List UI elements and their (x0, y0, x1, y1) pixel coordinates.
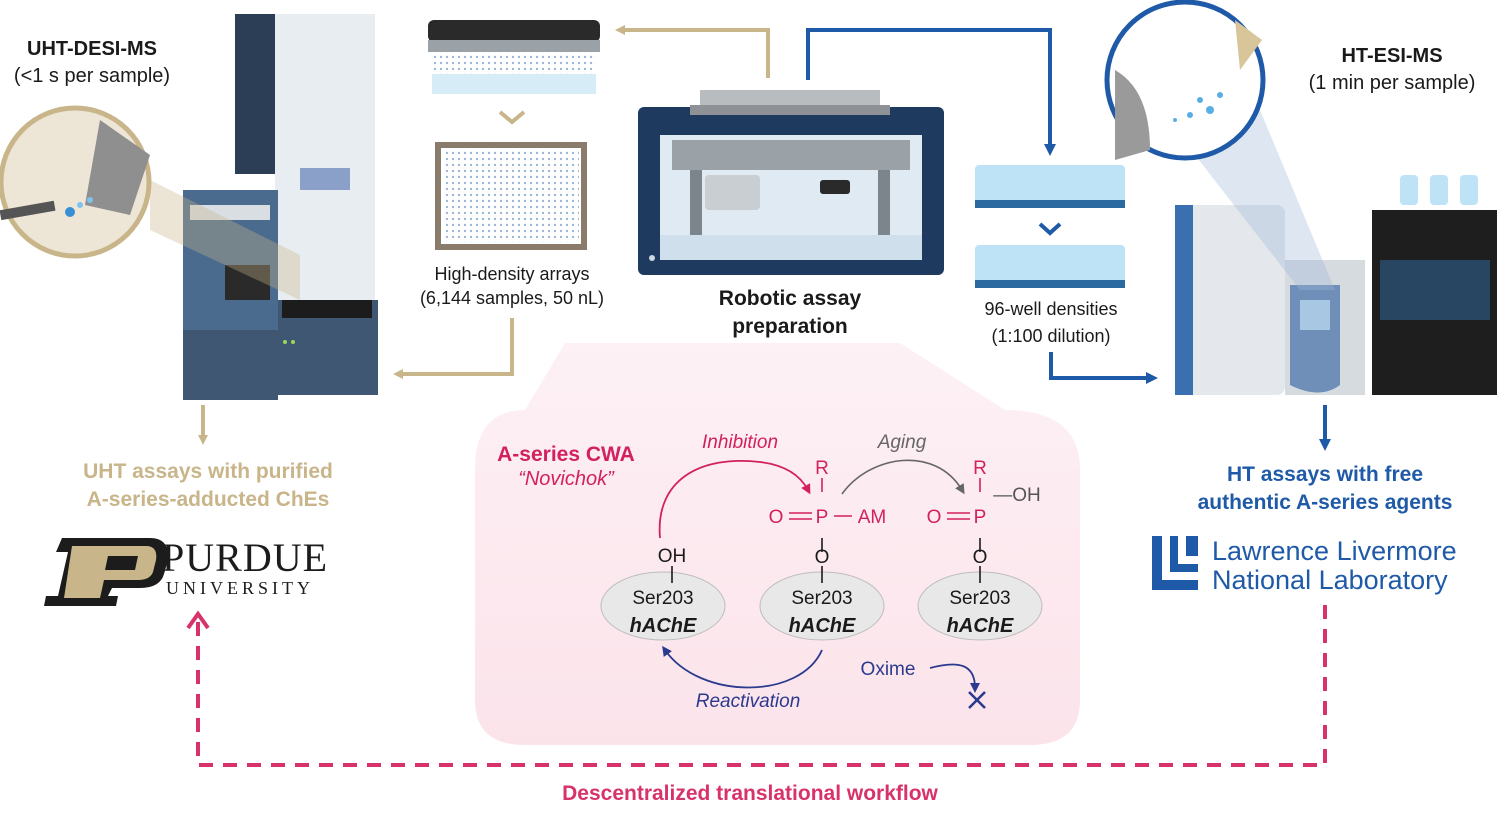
enzyme-label-1: hAChE (630, 615, 697, 637)
enzyme-label-3: hAChE (947, 615, 1014, 637)
arrays-label-2: (6,144 samples, 50 nL) (420, 288, 604, 308)
phosphorus-1: P (816, 507, 829, 528)
blocked-x-icon (968, 691, 986, 709)
phosphorus-2: P (974, 507, 987, 528)
arrays-to-desi-arrow (393, 318, 514, 379)
well-plate-icon-2 (975, 245, 1125, 288)
ester-o-2: O (973, 547, 988, 568)
desi-ms-instrument-icon (183, 14, 378, 400)
robot-to-wells-arrow (806, 28, 1056, 156)
purdue-logo (44, 538, 169, 606)
robot-to-pipette-arrow (615, 25, 770, 78)
aging-label: Aging (877, 432, 927, 453)
esi-subtitle: (1 min per sample) (1309, 72, 1476, 94)
hydroxyl-label: OH (658, 546, 687, 567)
r-group-1: R (815, 458, 829, 479)
mechanism-panel (475, 343, 1080, 745)
llnl-line-1: Lawrence Livermore (1212, 536, 1457, 566)
purdue-wordmark: PURDUE (162, 535, 328, 580)
pipette-head-icon (428, 20, 600, 94)
robot-icon (638, 90, 944, 275)
workflow-arrowhead (186, 610, 210, 630)
workflow-label: Descentralized translational workflow (562, 782, 938, 805)
llnl-logo (1152, 536, 1198, 590)
serine-label-2: Ser203 (791, 588, 852, 609)
r-group-2: R (973, 458, 987, 479)
robot-label-2: preparation (732, 315, 848, 338)
wells-label-2: (1:100 dilution) (991, 326, 1110, 346)
esi-title: HT-ESI-MS (1341, 45, 1442, 67)
serine-label-1: Ser203 (632, 588, 693, 609)
wells-to-esi-arrow (1049, 352, 1158, 384)
enzyme-label-2: hAChE (789, 615, 856, 637)
llnl-line-2: National Laboratory (1212, 565, 1448, 595)
am-group: AM (858, 507, 887, 528)
uht-assay-line-2: A-series-adducted ChEs (87, 488, 330, 511)
oxime-arrow (929, 663, 980, 693)
high-density-array-icon (435, 142, 587, 250)
oxo-1: O (769, 507, 784, 528)
chevron-down-icon (498, 110, 526, 125)
uht-assay-line-1: UHT assays with purified (83, 460, 333, 483)
aging-arrow (841, 459, 965, 495)
serine-label-3: Ser203 (949, 588, 1010, 609)
aged-oh: —OH (993, 485, 1041, 506)
chevron-down-icon-2 (1038, 222, 1062, 236)
enzyme-structure-1 (600, 571, 726, 641)
arrays-label-1: High-density arrays (434, 264, 589, 284)
cwa-title: A-series CWA (497, 443, 635, 466)
inhibition-label: Inhibition (702, 432, 778, 453)
well-plate-icon-1 (975, 165, 1125, 208)
oxime-label: Oxime (861, 659, 916, 680)
bonds (671, 538, 981, 583)
reactivation-arrow (662, 645, 823, 689)
desi-title: UHT-DESI-MS (27, 38, 157, 60)
desi-subtitle: (<1 s per sample) (14, 65, 170, 87)
oxo-2: O (927, 507, 942, 528)
purdue-university: UNIVERSITY (166, 578, 314, 598)
desi-magnifier-icon (0, 105, 300, 300)
wells-label-1: 96-well densities (984, 299, 1117, 319)
ht-assay-line-2: authentic A-series agents (1198, 491, 1453, 514)
reactivation-label: Reactivation (696, 691, 801, 712)
inhibition-arrow (658, 460, 811, 539)
workflow-dashed-loop (196, 605, 1327, 767)
ht-assay-line-1: HT assays with free (1227, 463, 1423, 486)
cwa-name: “Novichok” (518, 468, 615, 490)
robot-label-1: Robotic assay (719, 287, 862, 310)
esi-ms-instrument-icon (1175, 175, 1497, 395)
ester-o-1: O (815, 547, 830, 568)
esi-magnifier-icon (1104, 0, 1335, 290)
p-bonds (789, 478, 981, 520)
